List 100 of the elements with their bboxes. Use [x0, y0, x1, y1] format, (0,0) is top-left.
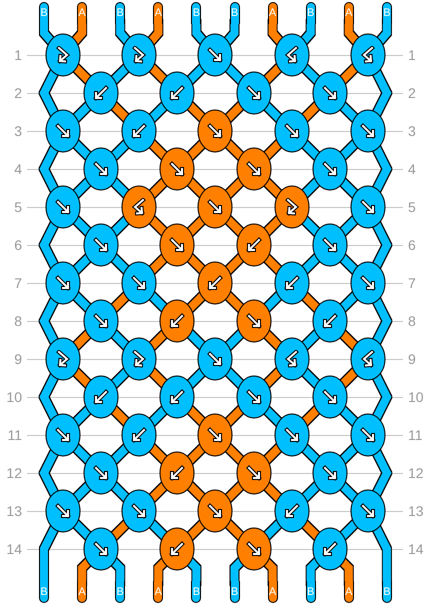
strand: [300, 64, 321, 84]
knot-ellipse: [121, 185, 158, 229]
strand-end-label: A: [344, 2, 354, 24]
strand-end-label: B: [382, 2, 392, 24]
strand: [148, 406, 168, 426]
strand: [148, 482, 168, 502]
knot-ellipse: [121, 261, 158, 305]
strand: [110, 216, 130, 236]
strand: [262, 520, 282, 540]
strand: [224, 102, 244, 122]
strand-end-label: A: [77, 2, 88, 24]
knot-ellipse: [274, 337, 310, 381]
knot-ellipse: [159, 223, 196, 267]
knot-ellipse: [121, 489, 158, 533]
strand: [338, 102, 359, 122]
knot-ellipse: [197, 33, 234, 77]
strand-end-label: B: [382, 581, 392, 603]
strand: [110, 482, 130, 502]
strand: [224, 254, 244, 274]
strand: [186, 520, 206, 540]
knot-ellipse: [159, 527, 196, 571]
knot-ellipse: [121, 109, 158, 153]
knot-ellipse: [236, 299, 272, 343]
strand: [338, 482, 359, 502]
row-number: 14: [6, 540, 22, 558]
strand: [148, 330, 168, 350]
strand: [186, 178, 206, 198]
row-number: 11: [408, 426, 423, 444]
strand: [72, 330, 92, 350]
strand: [300, 482, 321, 502]
row-number: 4: [408, 160, 416, 178]
strand: [148, 178, 168, 198]
strand: [300, 216, 321, 236]
strand: [338, 64, 359, 84]
strand-end-label: B: [115, 2, 126, 24]
strand: [300, 444, 321, 464]
strand-end-label: B: [191, 2, 202, 24]
row-number: 8: [408, 312, 416, 330]
strand-end-label: B: [39, 2, 49, 24]
knot-ellipse: [197, 261, 234, 305]
strand: [40, 144, 58, 194]
row-number: 11: [7, 426, 22, 444]
knot-ellipse: [236, 223, 272, 267]
strand: [148, 292, 168, 312]
strand: [262, 102, 282, 122]
knot-ellipse: [350, 413, 386, 457]
knot-ellipse: [121, 413, 158, 457]
strand: [72, 102, 92, 122]
knot-ellipse: [121, 337, 158, 381]
strand-end-label: B: [230, 2, 240, 24]
knot-ellipse: [83, 71, 120, 115]
strand: [338, 368, 359, 388]
knot-ellipse: [159, 451, 196, 495]
knot-ellipse: [274, 185, 310, 229]
row-number: 9: [14, 350, 22, 368]
strand: [72, 444, 92, 464]
strand: [148, 254, 168, 274]
knot-ellipse: [83, 299, 120, 343]
strand: [186, 444, 206, 464]
knot-ellipse: [236, 527, 272, 571]
strand: [224, 216, 244, 236]
strand: [262, 482, 282, 502]
strand: [372, 220, 392, 270]
strand: [338, 406, 359, 426]
strand: [262, 330, 282, 350]
strand: [186, 482, 206, 502]
strand: [72, 216, 92, 236]
knot-ellipse: [45, 109, 82, 153]
row-number: 2: [14, 84, 22, 102]
strand-end-label: B: [306, 581, 316, 603]
strand: [224, 292, 244, 312]
strand: [186, 406, 206, 426]
knot-ellipse: [83, 375, 120, 419]
strand: [262, 178, 282, 198]
strand: [186, 368, 206, 388]
row-number: 1: [408, 46, 416, 64]
strand: [186, 102, 206, 122]
row-number: 7: [14, 274, 22, 292]
row-number: 3: [14, 122, 22, 140]
strand: [372, 372, 392, 422]
strand: [110, 102, 130, 122]
row-number: 6: [14, 236, 22, 254]
knot-ellipse: [83, 223, 120, 267]
strand: [372, 448, 392, 498]
strand: [338, 178, 359, 198]
strand: [110, 520, 130, 540]
strand: [300, 254, 321, 274]
row-number: 7: [408, 274, 416, 292]
strand-end-label: A: [153, 581, 164, 603]
strand: [224, 406, 244, 426]
strand: [338, 520, 359, 540]
strand: [186, 330, 206, 350]
strand: [224, 520, 244, 540]
knot-ellipse: [83, 527, 120, 571]
strand: [148, 368, 168, 388]
strand: [224, 64, 244, 84]
knot-ellipse: [312, 147, 348, 191]
strand: [338, 140, 359, 160]
strand: [300, 292, 321, 312]
row-number: 14: [408, 540, 424, 558]
